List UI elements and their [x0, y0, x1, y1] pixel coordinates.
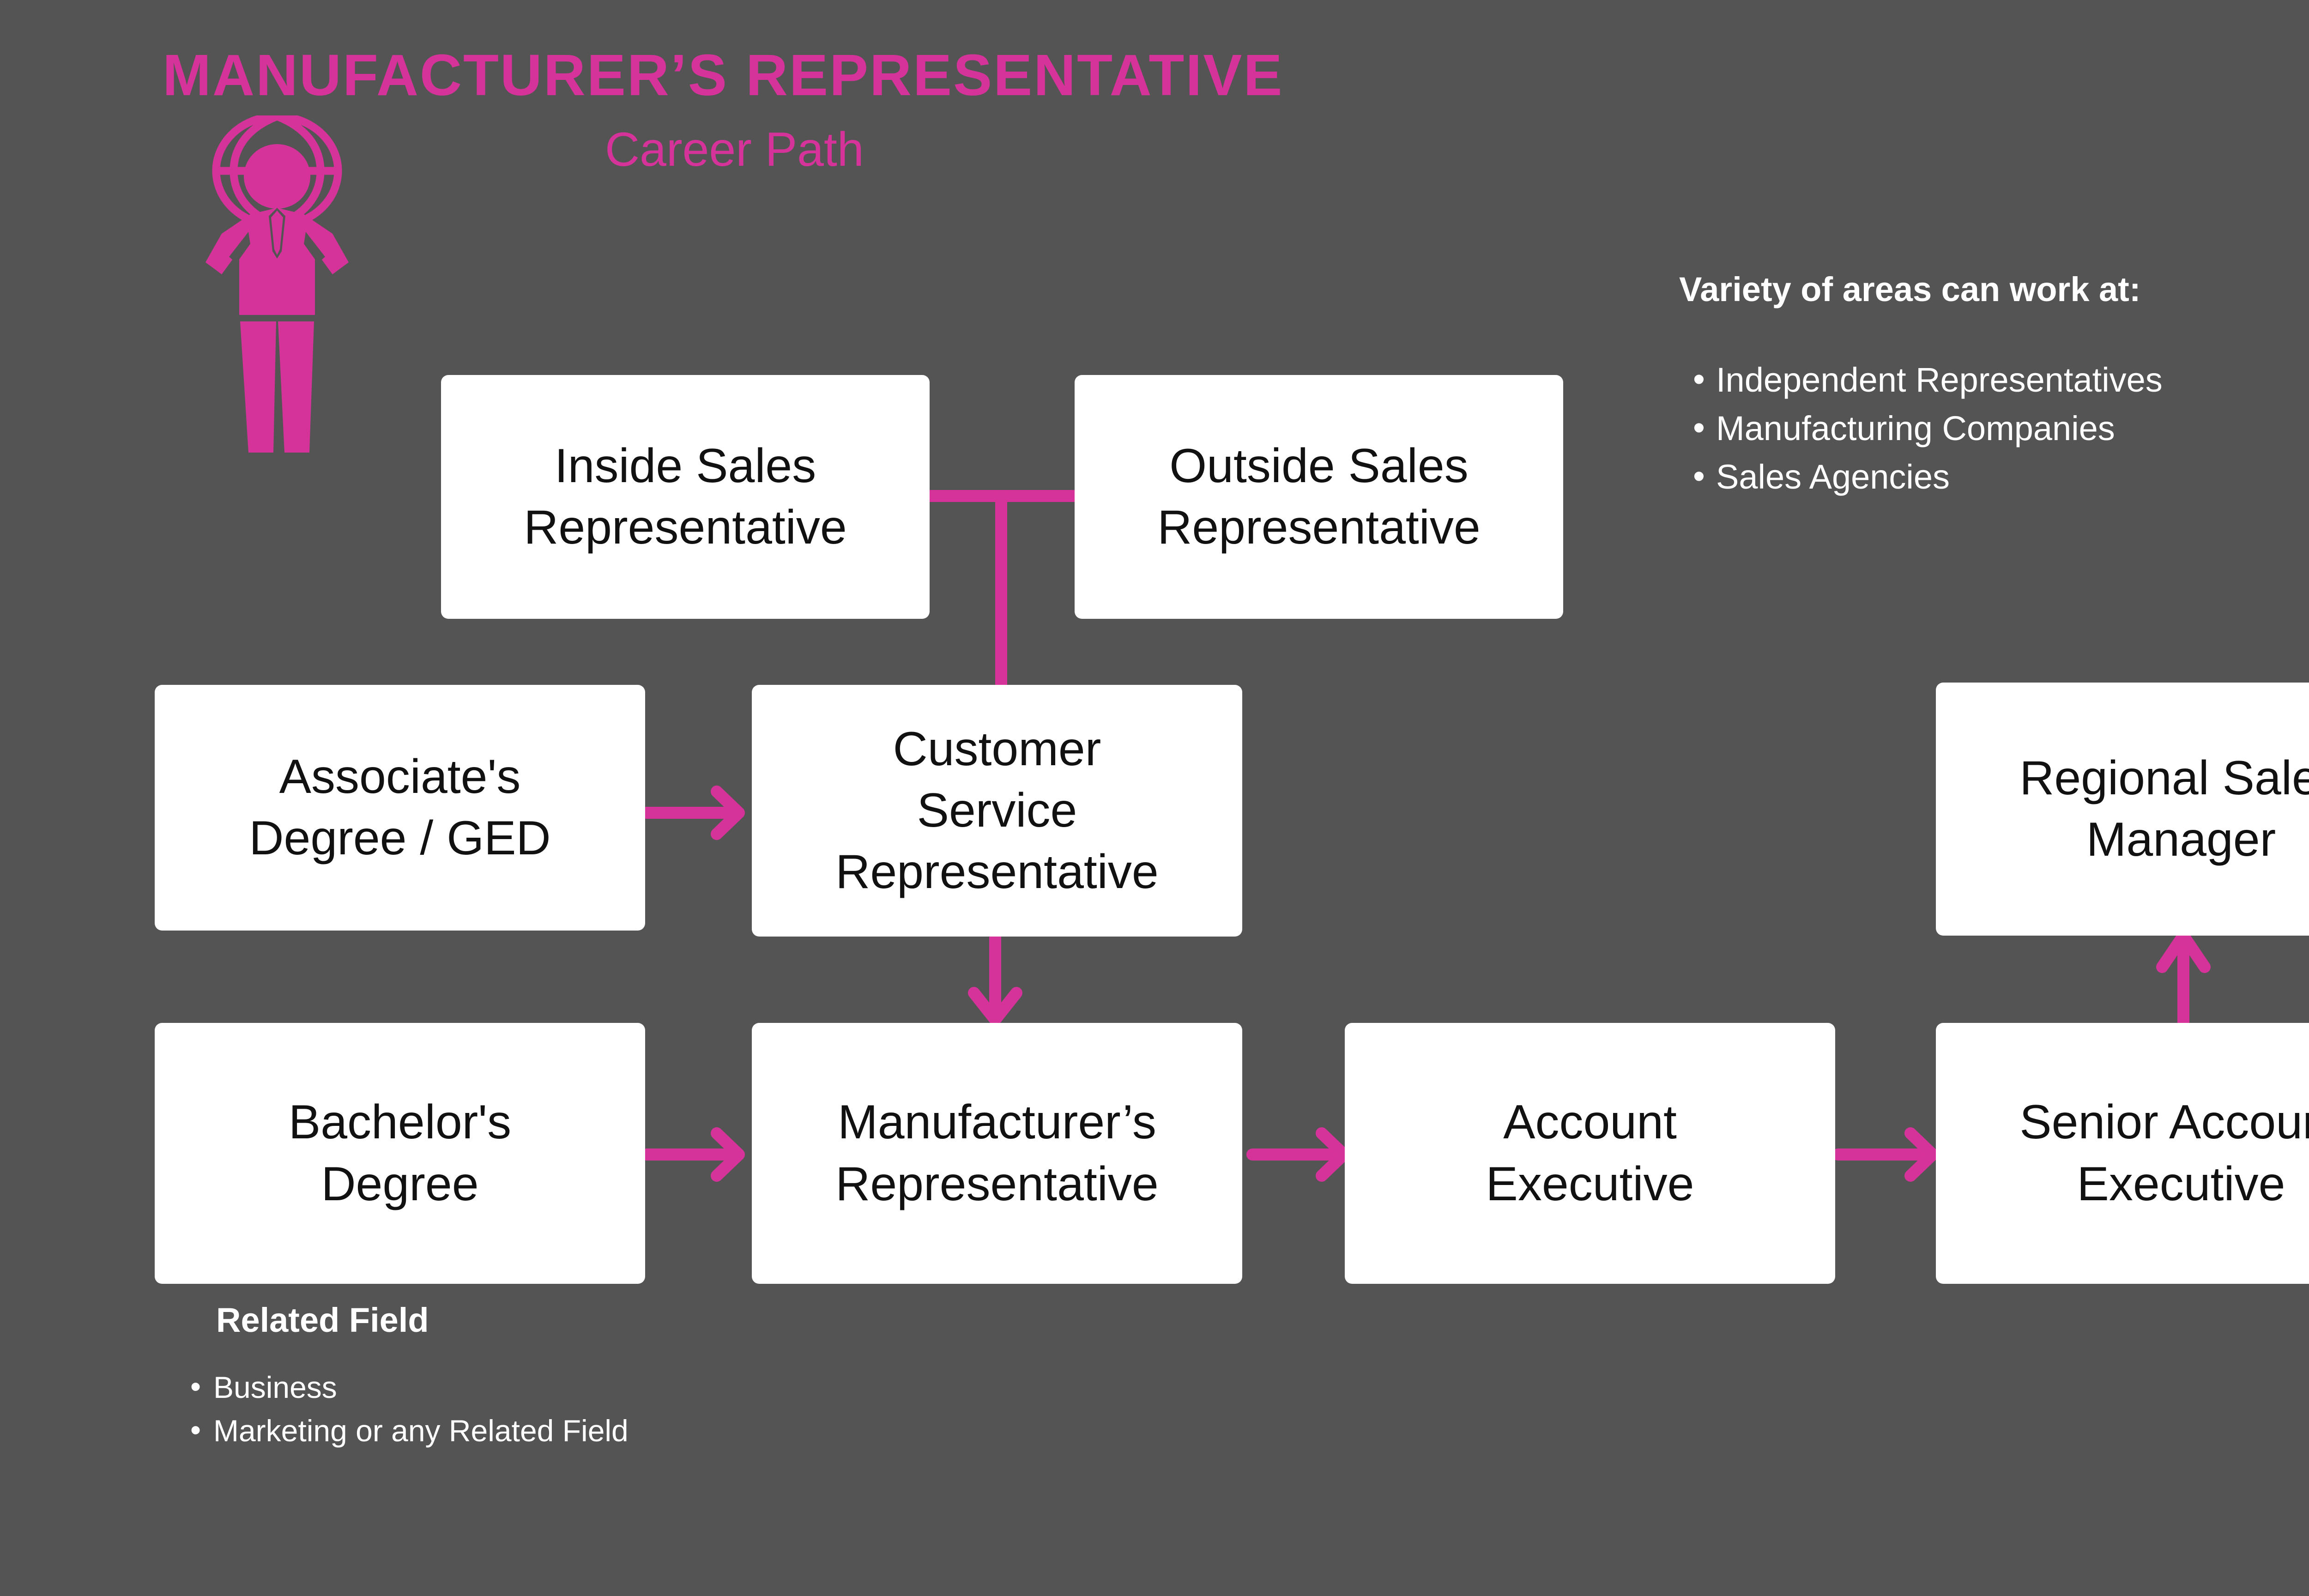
list-item: Marketing or any Related Field	[187, 1409, 629, 1453]
edge-csr-to-mfr-rep	[968, 931, 1022, 1026]
related-field-list: Business Marketing or any Related Field	[187, 1365, 629, 1453]
edge-bachelors-to-mfr-rep	[641, 1127, 745, 1182]
page-subtitle: Career Path	[605, 123, 864, 176]
edge-sales-tee	[923, 490, 1081, 699]
areas-panel-list: Independent Representatives Manufacturin…	[1690, 355, 2163, 501]
edge-account-exec-to-senior	[1832, 1127, 1939, 1182]
list-item: Sales Agencies	[1690, 452, 2163, 501]
edge-senior-to-regional	[2156, 930, 2211, 1029]
list-item: Manufacturing Companies	[1690, 403, 2163, 453]
edge-associates-to-csr	[641, 786, 745, 840]
page-title: MANUFACTURER’S REPRESENTATIVE	[163, 42, 1284, 108]
list-item: Independent Representatives	[1690, 355, 2163, 404]
node-label: Regional SalesManager	[2019, 751, 2309, 866]
areas-panel-heading: Variety of areas can work at:	[1679, 270, 2141, 308]
edge-mfr-rep-to-account-exec	[1246, 1127, 1350, 1182]
node-regional-sales-manager[interactable]: Regional SalesManager	[1936, 683, 2309, 936]
global-business-person-icon	[194, 112, 360, 453]
related-field-heading: Related Field	[216, 1301, 429, 1339]
list-item: Business	[187, 1365, 629, 1409]
